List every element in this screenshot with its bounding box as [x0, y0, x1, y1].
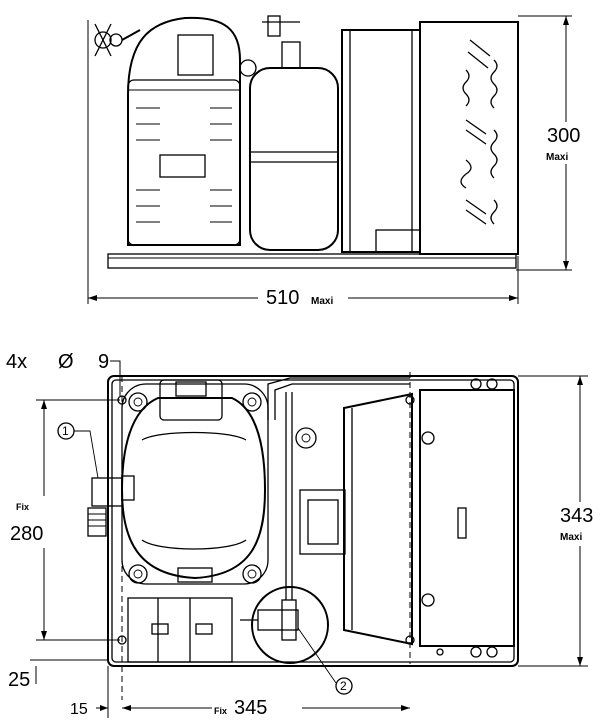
- height-qualifier: Maxi: [546, 152, 568, 163]
- receiver-top: [240, 586, 329, 664]
- service-valve-top: [87, 475, 135, 537]
- condenser-top: [343, 378, 515, 658]
- height-value: 300: [547, 125, 580, 147]
- fix-width-value: 345: [234, 697, 267, 719]
- compressor-side: [127, 16, 241, 246]
- callout-2: 2: [340, 679, 347, 693]
- top-view: 4x Ø 9 Fix 280 343 Maxi 25 15 Fix 34: [6, 351, 593, 719]
- holes-diameter: 9: [98, 351, 109, 373]
- left-offset: 15: [70, 701, 88, 718]
- mounting-holes: [117, 395, 415, 645]
- electrical-boxes: [127, 597, 233, 663]
- holes-count: 4x: [6, 351, 27, 373]
- service-valve-side: [94, 23, 141, 57]
- base-plate: [107, 253, 517, 269]
- callout-1: 1: [62, 424, 69, 438]
- holes-symbol: Ø: [58, 351, 74, 373]
- receiver-tank-side: [239, 15, 339, 251]
- fan-grille: [460, 39, 498, 225]
- side-view: 300 Maxi 510 Maxi: [87, 15, 580, 309]
- base-plate-top: [107, 375, 519, 667]
- compressor-top: [120, 379, 269, 585]
- bottom-offset: 25: [8, 669, 30, 691]
- depth-value: 343: [560, 505, 593, 527]
- depth-qualifier: Maxi: [560, 532, 582, 543]
- width-qualifier: Maxi: [311, 296, 333, 307]
- fix-height-prefix: Fix: [16, 502, 29, 512]
- condenser-side: [341, 21, 519, 255]
- fix-height-value: 280: [10, 523, 43, 545]
- fix-width-prefix: Fix: [214, 706, 227, 716]
- width-value: 510: [266, 287, 299, 309]
